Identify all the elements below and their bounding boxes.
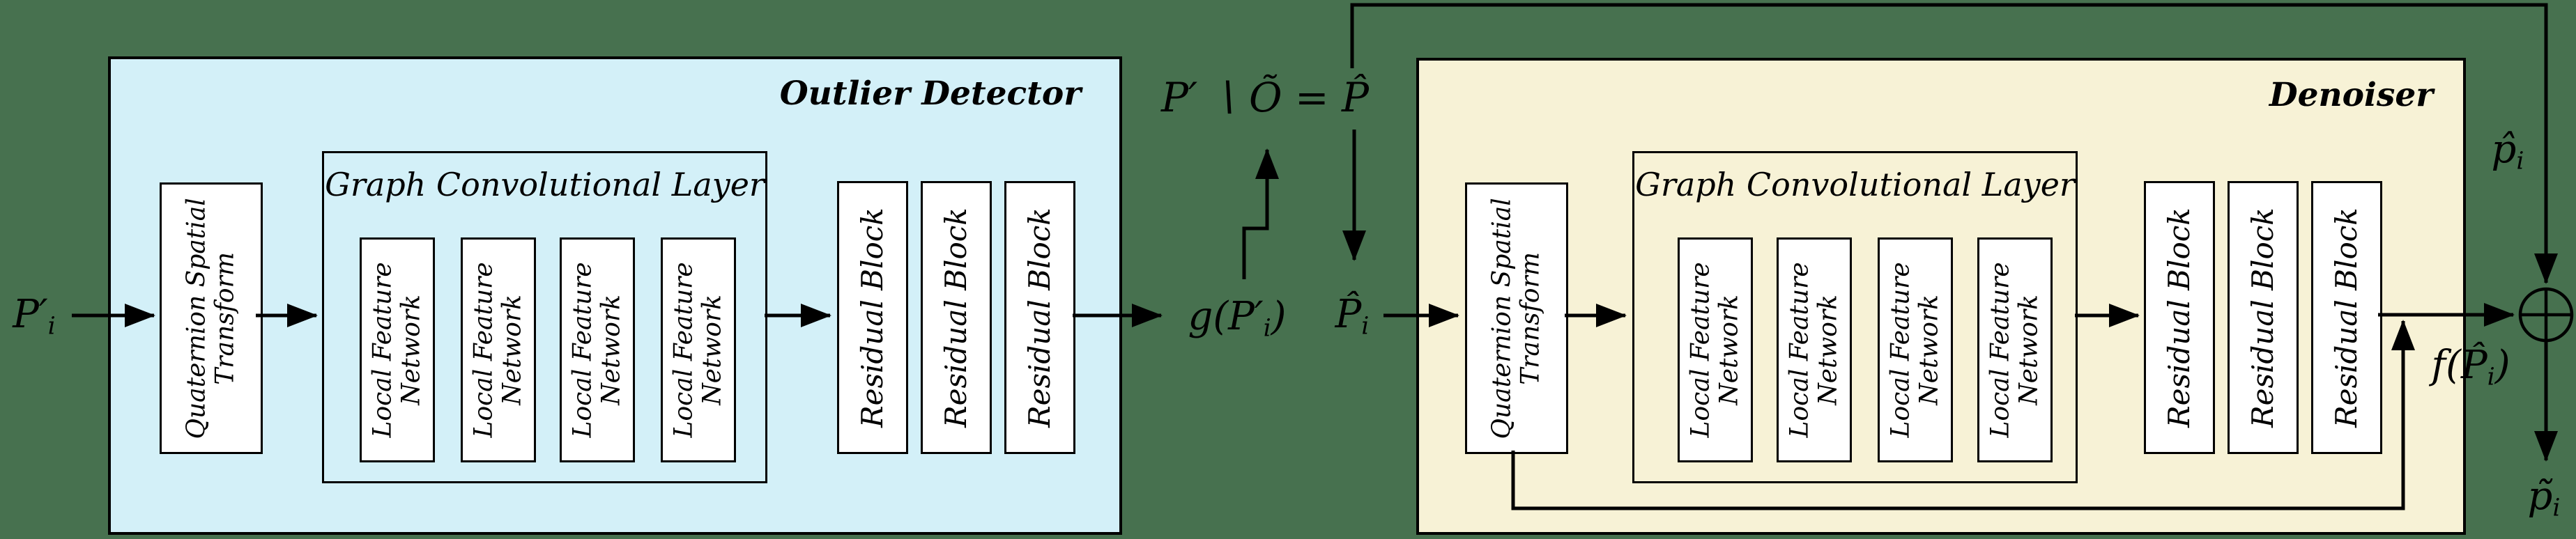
outlier-lfn-label-2: Local Feature Network: [469, 262, 527, 438]
denoiser-title: Denoiser: [2269, 76, 2433, 114]
denoiser-rb-label-3: Residual Block: [2329, 208, 2363, 428]
arrow-g-to-formula: [1242, 148, 1279, 279]
denoiser-rb-box-1: Residual Block: [2144, 181, 2215, 454]
denoiser-lfn-label-3: Local Feature Network: [1886, 262, 1944, 438]
denoiser-section: Denoiser Quaternion Spatial Transform Gr…: [1416, 58, 2466, 535]
outlier-rb-label-2: Residual Block: [938, 208, 973, 428]
denoiser-lfn-box-3: Local Feature Network: [1878, 237, 1953, 462]
denoiser-lfn-label-4: Local Feature Network: [1986, 262, 2044, 438]
outlier-lfn-label-1: Local Feature Network: [368, 262, 426, 438]
outlier-detector-title: Outlier Detector: [779, 75, 1081, 113]
input-label: P′i: [13, 291, 56, 341]
outlier-qst-box: Quaternion Spatial Transform: [160, 182, 263, 454]
denoiser-rb-box-2: Residual Block: [2228, 181, 2299, 454]
denoiser-rb-box-3: Residual Block: [2311, 181, 2382, 454]
denoiser-gcl-container: Graph Convolutional Layer Local Feature …: [1632, 151, 2078, 483]
denoiser-qst-box: Quaternion Spatial Transform: [1465, 182, 1568, 454]
residual-output-label: f(P̂i): [2431, 342, 2510, 391]
clean-point-label: p̂i: [2491, 126, 2524, 175]
outlier-lfn-label-3: Local Feature Network: [568, 262, 626, 438]
outlier-lfn-label-4: Local Feature Network: [669, 262, 727, 438]
outlier-lfn-box-3: Local Feature Network: [560, 237, 635, 462]
outlier-detector-section: Outlier Detector Quaternion Spatial Tran…: [108, 56, 1122, 535]
denoiser-lfn-box-4: Local Feature Network: [1977, 237, 2053, 462]
outlier-rb-label-1: Residual Block: [854, 208, 889, 428]
outlier-rb-box-2: Residual Block: [921, 181, 992, 454]
outlier-rb-box-3: Residual Block: [1004, 181, 1075, 454]
outlier-gcl-title: Graph Convolutional Layer: [325, 166, 765, 203]
denoiser-lfn-label-2: Local Feature Network: [1785, 262, 1843, 438]
plus-sum-icon: [2518, 287, 2574, 343]
denoiser-lfn-box-2: Local Feature Network: [1777, 237, 1852, 462]
outlier-qst-label: Quaternion Spatial Transform: [182, 197, 240, 439]
outlier-rb-box-1: Residual Block: [837, 181, 908, 454]
denoiser-gcl-title: Graph Convolutional Layer: [1635, 166, 2075, 203]
denoiser-qst-label: Quaternion Spatial Transform: [1487, 197, 1545, 439]
denoiser-lfn-label-1: Local Feature Network: [1686, 262, 1744, 438]
outlier-output-label: g(P′i): [1188, 293, 1287, 343]
denoised-point-label: p̃i: [2527, 473, 2561, 522]
set-subtraction-formula: P′ ∖ Õ = P̂: [1160, 74, 1370, 121]
denoiser-input-label: P̂i: [1335, 291, 1370, 341]
outlier-lfn-box-2: Local Feature Network: [461, 237, 536, 462]
outlier-lfn-box-4: Local Feature Network: [661, 237, 736, 462]
outlier-lfn-box-1: Local Feature Network: [360, 237, 435, 462]
outlier-rb-label-3: Residual Block: [1022, 208, 1057, 428]
denoiser-lfn-box-1: Local Feature Network: [1678, 237, 1753, 462]
denoiser-rb-label-2: Residual Block: [2245, 208, 2280, 428]
denoiser-rb-label-1: Residual Block: [2161, 208, 2196, 428]
outlier-gcl-container: Graph Convolutional Layer Local Feature …: [322, 151, 767, 483]
